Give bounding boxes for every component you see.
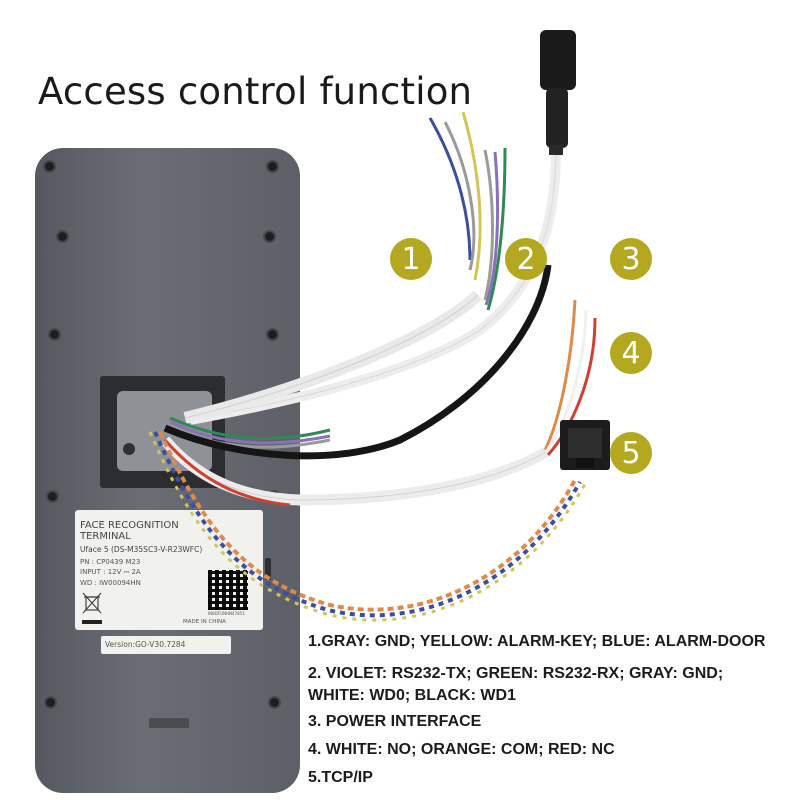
screw: [46, 698, 55, 707]
screw: [58, 232, 67, 241]
wire-red: [546, 317, 597, 456]
legend-item-2b: WHITE: WD0; BLACK: WD1: [308, 687, 516, 704]
version-sticker: Version:GO-V30.7284: [101, 636, 231, 654]
device-label: FACE RECOGNITION TERMINAL Uface 5 (DS-M3…: [75, 510, 263, 630]
label-bar: [82, 620, 102, 624]
power-jack-icon: [189, 30, 576, 425]
screw: [50, 330, 59, 339]
qr-code-icon: [208, 570, 248, 610]
wire-black: [163, 264, 552, 460]
wire-green: [486, 147, 507, 311]
label-small-code: IN8DFUNHN47851: [208, 611, 245, 616]
port-hole: [123, 443, 135, 455]
wire-white: [544, 309, 588, 453]
legend-item-3: 3. POWER INTERFACE: [308, 713, 482, 730]
legend-item-2a: 2. VIOLET: RS232-TX; GREEN: RS232-RX; GR…: [308, 665, 724, 682]
badge-1: 1: [390, 238, 432, 280]
screw: [48, 492, 57, 501]
wire-twisted-yellow: [148, 431, 587, 622]
badge-3: 3: [610, 238, 652, 280]
label-product-name: FACE RECOGNITION TERMINAL: [80, 520, 179, 542]
legend-item-1: 1.GRAY: GND; YELLOW: ALARM-KEY; BLUE: AL…: [308, 633, 766, 650]
wire-orange: [543, 299, 577, 451]
recycle-bin-crossed-icon: [82, 592, 102, 614]
screw: [265, 232, 274, 241]
screw: [270, 698, 279, 707]
wire-twisted-blue: [153, 431, 582, 618]
screw: [268, 330, 277, 339]
badge-5: 5: [610, 432, 652, 474]
screw: [45, 162, 54, 171]
screw: [268, 162, 277, 171]
label-pn: PN : CP0439 M23: [80, 558, 141, 566]
bottom-slot: [149, 718, 189, 728]
wire-gray: [443, 121, 476, 271]
wire-yellow: [461, 111, 482, 281]
wire-violet: [484, 151, 500, 306]
label-input: INPUT : 12V ⎓ 2A: [80, 568, 141, 576]
label-model: Uface 5 (DS-M35SC3-V-R23WFC): [80, 545, 203, 554]
wire-twisted-orange: [158, 431, 577, 612]
wire-blue: [428, 117, 472, 261]
badge-4: 4: [610, 332, 652, 374]
rj45-connector-icon: [560, 420, 610, 470]
legend-item-5: 5.TCP/IP: [308, 769, 373, 786]
label-made-in: MADE IN CHINA: [183, 619, 226, 625]
legend-item-4: 4. WHITE: NO; ORANGE: COM; RED: NC: [308, 741, 615, 758]
side-slot: [265, 558, 271, 580]
wire-gray-2: [483, 149, 494, 301]
label-wd: WD : IW00094HN: [80, 579, 141, 587]
page-title: Access control function: [38, 70, 473, 113]
badge-2: 2: [505, 238, 547, 280]
